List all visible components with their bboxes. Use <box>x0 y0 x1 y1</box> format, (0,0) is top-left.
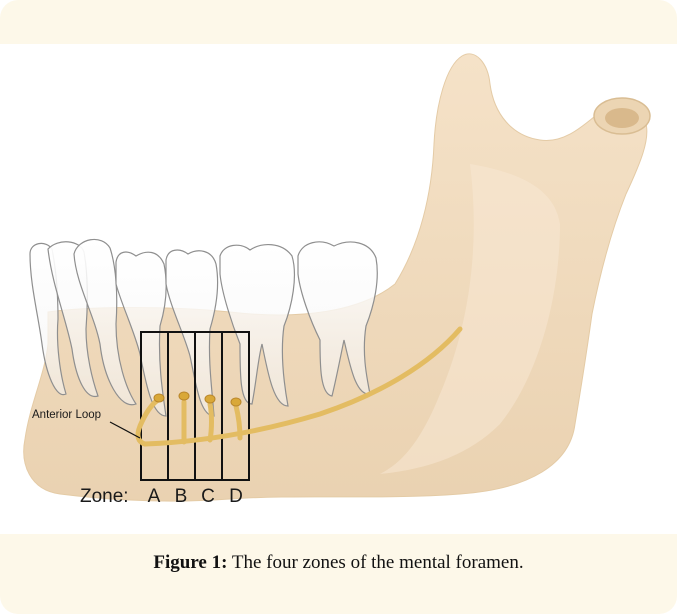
caption-text: The four zones of the mental foramen. <box>232 552 524 573</box>
figure-caption: Figure 1: The four zones of the mental f… <box>0 552 677 574</box>
zone-letter-b: B <box>175 486 188 507</box>
zone-label: Zone: <box>80 486 129 507</box>
caption-prefix: Figure 1: <box>153 552 227 573</box>
figure-image: Anterior Loop Zone: A B C D <box>0 44 677 534</box>
condyle-head <box>605 108 639 128</box>
zone-letter-c: C <box>201 486 215 507</box>
foramen-d <box>231 398 241 406</box>
foramen-a <box>154 394 164 402</box>
branch-c <box>210 404 212 440</box>
foramen-c <box>205 395 215 403</box>
mandible-diagram: Anterior Loop Zone: A B C D <box>0 44 677 534</box>
anterior-loop-label: Anterior Loop <box>32 409 101 421</box>
foramen-b <box>179 392 189 400</box>
zone-letter-d: D <box>229 486 243 507</box>
zone-letter-a: A <box>148 486 161 507</box>
